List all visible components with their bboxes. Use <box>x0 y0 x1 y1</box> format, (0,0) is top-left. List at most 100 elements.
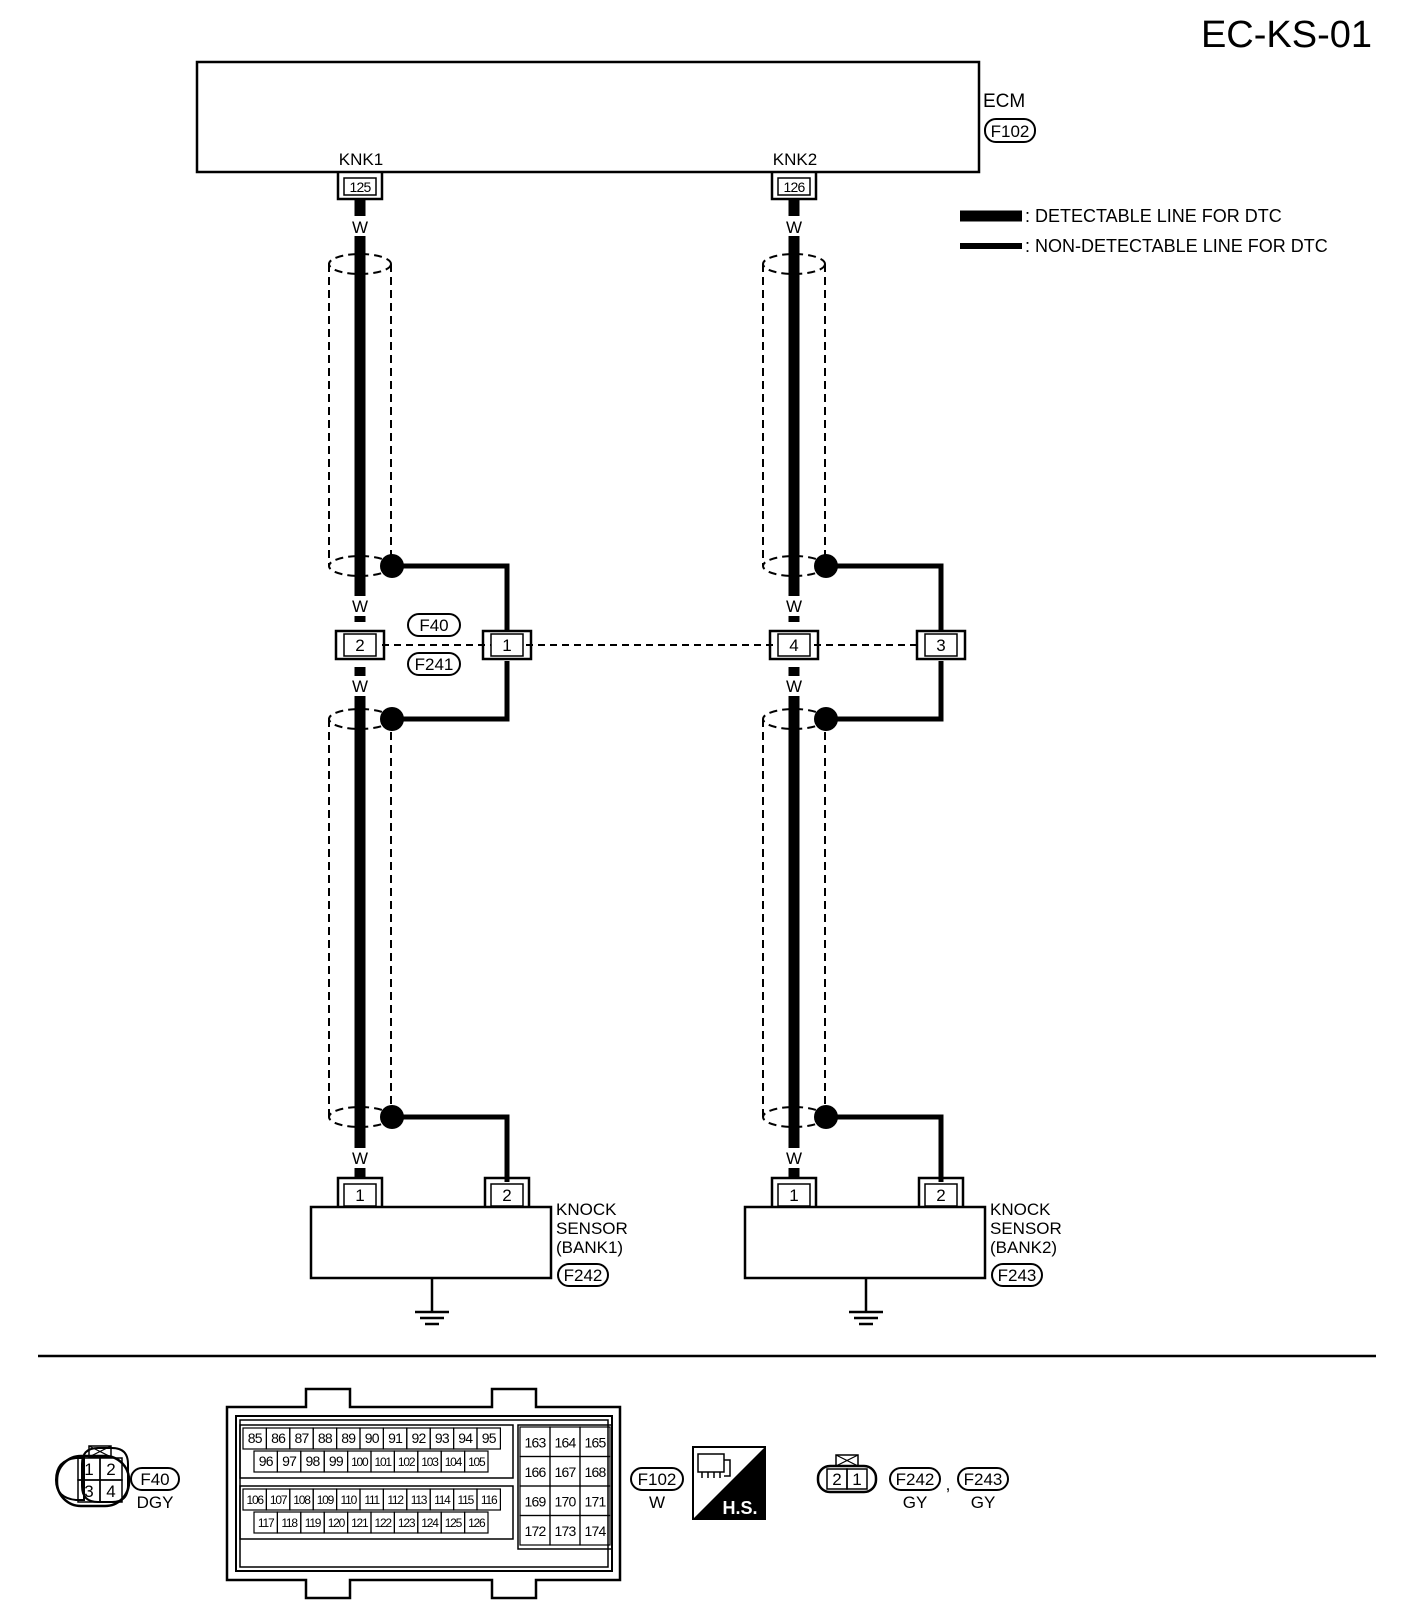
f102-cavity-label: 105 <box>468 1455 486 1469</box>
f102-cavity-label: 166 <box>525 1464 547 1480</box>
bank2-sensor-pin-2: 2 <box>936 1186 945 1205</box>
f242-name: F242 <box>896 1470 935 1489</box>
f102-cavity-label: 87 <box>295 1430 310 1446</box>
f102-cavity-label: 111 <box>364 1493 380 1507</box>
f102-cavity-label: 170 <box>555 1494 577 1510</box>
f102-cavity-label: 120 <box>328 1516 346 1530</box>
f102-cavity <box>476 1427 501 1450</box>
svg-text:W: W <box>352 597 368 616</box>
bank1-wire-labels: W W W W <box>351 216 369 1168</box>
f102-cavity-label: 98 <box>306 1453 321 1469</box>
f102-cavity-label: 99 <box>329 1453 344 1469</box>
f102-right-block <box>517 1424 613 1550</box>
f102-cavity-label: 169 <box>525 1494 547 1510</box>
f40-name: F40 <box>140 1470 169 1489</box>
svg-text:1: 1 <box>852 1470 861 1489</box>
knock-sensor-bank2: 1 2 KNOCK SENSOR (BANK2) F243 <box>743 1176 1062 1326</box>
page-code: EC-KS-01 <box>1201 14 1372 56</box>
svg-text:W: W <box>786 597 802 616</box>
f102-cavity-label: 108 <box>293 1493 311 1507</box>
f102-cavity-label: 95 <box>482 1430 497 1446</box>
legend-detectable-text: : DETECTABLE LINE FOR DTC <box>1025 206 1282 226</box>
bank1-sensor-pin-2: 2 <box>502 1186 511 1205</box>
joint-pin-2: 2 <box>355 636 364 655</box>
bank1-sensor-connector: F242 <box>564 1266 603 1285</box>
legend-non-detectable-text: : NON-DETECTABLE LINE FOR DTC <box>1025 236 1328 256</box>
f102-cavity-label: 94 <box>458 1430 473 1446</box>
f102-cavity-label: 85 <box>248 1430 263 1446</box>
knock-sensor-bank1: 1 2 KNOCK SENSOR (BANK1) F242 <box>309 1176 628 1326</box>
f102-cavity-label: 119 <box>305 1516 322 1530</box>
svg-text:F102: F102 <box>991 122 1030 141</box>
f102-cavity-label: 124 <box>421 1516 439 1530</box>
f102-cavity-label: 123 <box>398 1516 416 1530</box>
f102-lower-group <box>239 1485 514 1540</box>
f102-cavity-label: 106 <box>246 1493 264 1507</box>
f102-cavity-label: 118 <box>281 1516 298 1530</box>
bank2-sensor-label-3: (BANK2) <box>990 1238 1057 1257</box>
f102-cavity-label: 171 <box>585 1494 607 1510</box>
f102-cavity-label: 125 <box>445 1516 463 1530</box>
bank2-sensor-label-1: KNOCK <box>990 1200 1051 1219</box>
f102-cavity-label: 168 <box>585 1464 607 1480</box>
f102-cavity-label: 167 <box>555 1464 577 1480</box>
f102-cavity-label: 90 <box>365 1430 380 1446</box>
f102-cavity-label: 122 <box>374 1516 392 1530</box>
ground-icon <box>415 1278 449 1326</box>
joint-connector-name-f40: F40 <box>419 616 448 635</box>
f102-cavity-label: 100 <box>351 1455 369 1469</box>
ecm-pin-126: 126 <box>770 172 818 201</box>
f242-f243-separator: , <box>946 1475 951 1494</box>
f102-cavity <box>579 1514 611 1546</box>
svg-text:W: W <box>786 677 802 696</box>
bank1-sensor-label-2: SENSOR <box>556 1219 628 1238</box>
hs-label: H.S. <box>722 1498 757 1518</box>
svg-text:2: 2 <box>106 1460 115 1479</box>
bank2-sensor-connector: F243 <box>998 1266 1037 1285</box>
bank1-sensor-label-3: (BANK1) <box>556 1238 623 1257</box>
f102-cavity-label: 107 <box>270 1493 288 1507</box>
f102-cavity-label: 92 <box>412 1430 427 1446</box>
f242-color: GY <box>903 1493 928 1512</box>
bank2-sensor-label-2: SENSOR <box>990 1219 1062 1238</box>
f102-cavity-label: 97 <box>282 1453 297 1469</box>
joint-pin-3: 3 <box>936 636 945 655</box>
f102-cavity-label: 88 <box>318 1430 333 1446</box>
joint-connector-name-f241: F241 <box>415 655 454 674</box>
svg-text:W: W <box>352 218 368 237</box>
f102-cavity-label: 101 <box>374 1455 392 1469</box>
f102-cavity-label: 86 <box>271 1430 286 1446</box>
f102-name: F102 <box>638 1470 677 1489</box>
f102-cavity-label: 117 <box>258 1516 275 1530</box>
f243-name: F243 <box>964 1470 1003 1489</box>
svg-text:1: 1 <box>84 1460 93 1479</box>
f102-cavity-label: 126 <box>468 1516 486 1530</box>
f102-cavity-label: 96 <box>259 1453 274 1469</box>
bank1-sensor-pin-1: 1 <box>355 1186 364 1205</box>
connector-view-f40: 1 2 3 4 F40 DGY <box>54 1445 180 1512</box>
f102-cavity-label: 109 <box>317 1493 335 1507</box>
svg-text:W: W <box>352 1149 368 1168</box>
f102-cavity-label: 163 <box>525 1435 547 1451</box>
bank2-sensor-body <box>743 1205 987 1280</box>
f102-cavity-label: 114 <box>434 1493 451 1507</box>
f102-cavity-label: 103 <box>421 1455 439 1469</box>
svg-text:3: 3 <box>84 1482 93 1501</box>
f102-cavity-label: 121 <box>351 1516 369 1530</box>
svg-text:4: 4 <box>106 1482 115 1501</box>
f40-color: DGY <box>137 1493 174 1512</box>
f102-cavity-label: 104 <box>445 1455 463 1469</box>
f102-cavity-label: 164 <box>555 1435 577 1451</box>
f102-upper-group <box>239 1424 514 1479</box>
joint-pin-1: 1 <box>502 636 511 655</box>
bank1-sensor-label-1: KNOCK <box>556 1200 617 1219</box>
joint-connector: F40 F241 2 1 4 3 <box>334 613 967 676</box>
bank1-sensor-body <box>309 1205 553 1280</box>
f102-cavity-label: 102 <box>398 1455 416 1469</box>
f102-color: W <box>649 1493 665 1512</box>
f243-color: GY <box>971 1493 996 1512</box>
bank2-sensor-pin-1: 1 <box>789 1186 798 1205</box>
